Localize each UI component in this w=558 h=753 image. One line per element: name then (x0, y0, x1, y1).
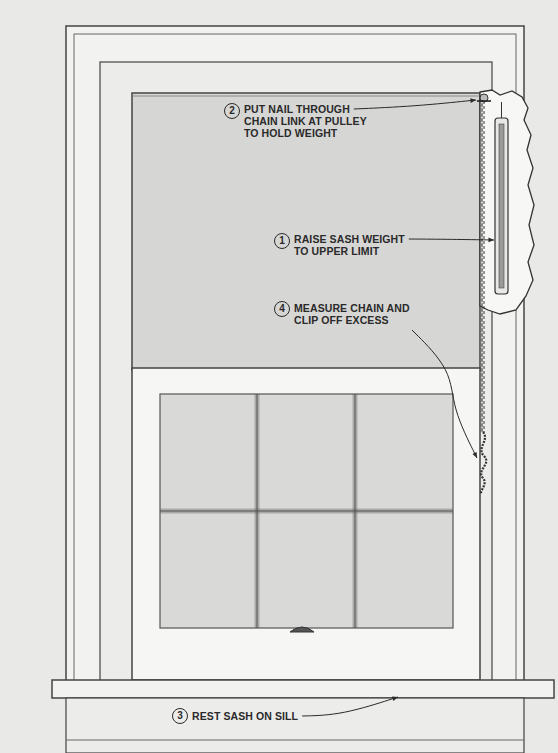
callout-label: REST SASH ON SILL (192, 710, 298, 722)
sash-weight-slot (499, 124, 504, 288)
muntin (160, 509, 453, 514)
lower-sash (132, 368, 480, 680)
apron (66, 698, 524, 753)
callout-number: 1 (274, 233, 290, 249)
sill (52, 680, 554, 698)
sash-edge (132, 96, 480, 97)
callout-label: RAISE SASH WEIGHT TO UPPER LIMIT (294, 233, 422, 257)
wall-cutaway (480, 90, 534, 314)
outer-casing (66, 26, 524, 686)
leader-line (409, 239, 494, 240)
callout-number: 2 (224, 103, 240, 119)
callout-label: PUT NAIL THROUGH CHAIN LINK AT PULLEY TO… (244, 103, 376, 139)
sash-lock (290, 627, 314, 632)
leader-arrowhead (488, 238, 494, 243)
inner-casing (100, 62, 492, 686)
glass-area (160, 394, 453, 628)
leader-line (302, 697, 398, 716)
leader-arrowhead (392, 696, 398, 700)
callout-number: 3 (172, 708, 188, 724)
leader-line (354, 100, 476, 109)
leader-arrowhead (472, 452, 477, 458)
muntin (160, 511, 453, 512)
sash-chain (481, 100, 485, 432)
upper-sash (132, 93, 480, 370)
weight-chain (501, 102, 502, 118)
excess-chain (481, 432, 486, 494)
callout-label: MEASURE CHAIN AND CLIP OFF EXCESS (294, 302, 422, 326)
apron-bead (66, 740, 524, 741)
casing-bead (74, 34, 516, 686)
sash-weight (495, 118, 508, 294)
leader-arrowhead (470, 98, 476, 103)
leader-line (412, 330, 477, 458)
nail (477, 100, 491, 102)
callout-number: 4 (274, 301, 290, 317)
